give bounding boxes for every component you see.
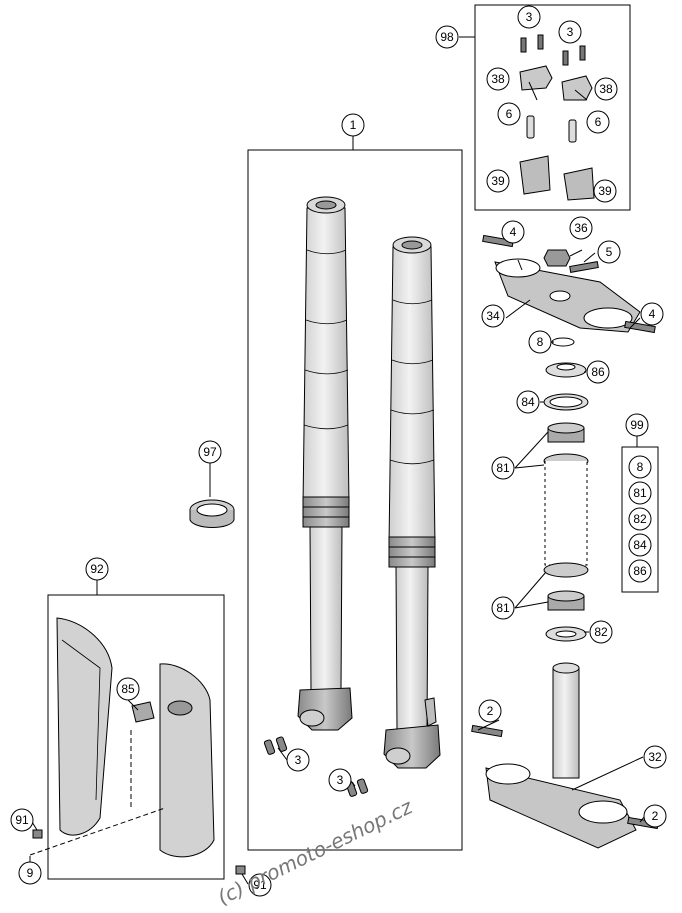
callout-99: 99 (625, 413, 649, 437)
kit98-bolts (520, 34, 586, 143)
svg-text:92: 92 (90, 562, 104, 576)
callout-36: 36 (569, 216, 593, 240)
callout-4-b: 4 (640, 302, 664, 326)
fork-leg-left (297, 196, 353, 731)
svg-text:3: 3 (337, 773, 344, 787)
callout-81-b: 81 (491, 596, 515, 620)
upper-clamp-hardware (482, 234, 656, 334)
svg-text:39: 39 (598, 184, 612, 198)
callout-38-b: 38 (594, 77, 618, 101)
svg-text:6: 6 (506, 107, 513, 121)
fork-leg-right (383, 236, 441, 769)
svg-text:2: 2 (487, 704, 494, 718)
callout-4-a: 4 (501, 220, 525, 244)
svg-text:4: 4 (649, 307, 656, 321)
callout-8: 8 (528, 330, 552, 354)
callout-86: 86 (586, 360, 610, 384)
svg-text:8: 8 (537, 335, 544, 349)
fork-group-frame (247, 149, 463, 851)
svg-text:1: 1 (350, 118, 357, 132)
svg-text:39: 39 (491, 174, 505, 188)
svg-text:3: 3 (295, 753, 302, 767)
svg-text:81: 81 (633, 486, 647, 500)
callout-39-a: 39 (486, 169, 510, 193)
callout-2-b: 2 (643, 804, 667, 828)
kit99-list: 8 81 82 84 86 (628, 455, 652, 583)
callout-38-a: 38 (486, 67, 510, 91)
lower-triple-clamp (485, 662, 637, 849)
svg-text:32: 32 (648, 750, 662, 764)
kit99-item: 81 (628, 481, 652, 505)
svg-text:36: 36 (574, 221, 588, 235)
callout-3-fork-a: 3 (286, 748, 310, 772)
fork-guard-frame (47, 594, 225, 880)
svg-text:9: 9 (27, 866, 34, 880)
callout-1: 1 (341, 113, 365, 137)
callout-32: 32 (643, 745, 667, 769)
leader-lines (29, 81, 646, 885)
callout-3-kit-b: 3 (558, 20, 582, 44)
callout-91-b: 91 (248, 873, 272, 897)
kit99-item: 82 (628, 507, 652, 531)
callout-84: 84 (516, 390, 540, 414)
kit98-clamp-bases (519, 155, 595, 201)
adjuster-ring (189, 499, 235, 528)
svg-text:3: 3 (526, 10, 533, 24)
watermark-text: (c) promoto-eshop.cz (214, 794, 417, 909)
svg-text:81: 81 (496, 601, 510, 615)
callout-98: 98 (435, 25, 459, 49)
kit99-item: 8 (628, 455, 652, 479)
callout-92: 92 (85, 557, 109, 581)
callout-9: 9 (18, 861, 42, 885)
upper-triple-clamp (494, 258, 641, 333)
svg-text:82: 82 (633, 512, 647, 526)
hardware-kit-frame (474, 4, 631, 211)
callout-82: 82 (589, 620, 613, 644)
callout-91-a: 91 (10, 808, 34, 832)
callout-6-a: 6 (497, 102, 521, 126)
svg-text:99: 99 (630, 418, 644, 432)
callout-34: 34 (481, 304, 505, 328)
kit99-item: 86 (628, 559, 652, 583)
callout-85: 85 (116, 677, 140, 701)
svg-text:4: 4 (510, 225, 517, 239)
svg-text:97: 97 (203, 445, 217, 459)
svg-text:6: 6 (595, 115, 602, 129)
callout-3-kit-a: 3 (517, 5, 541, 29)
svg-text:3: 3 (567, 25, 574, 39)
svg-text:82: 82 (594, 625, 608, 639)
svg-text:8: 8 (637, 460, 644, 474)
steering-bearing-stack (543, 337, 589, 642)
callout-97: 97 (198, 440, 222, 464)
svg-text:34: 34 (486, 309, 500, 323)
svg-text:86: 86 (591, 365, 605, 379)
svg-text:81: 81 (496, 461, 510, 475)
callout-2-a: 2 (478, 699, 502, 723)
svg-text:91: 91 (15, 813, 29, 827)
callout-81-a: 81 (491, 456, 515, 480)
axle-clamp-bolts-left (263, 736, 288, 755)
guard-clip (131, 701, 155, 723)
svg-text:84: 84 (633, 538, 647, 552)
guard-screws (32, 829, 246, 875)
svg-text:86: 86 (633, 564, 647, 578)
svg-text:2: 2 (652, 809, 659, 823)
callout-3-fork-b: 3 (328, 768, 352, 792)
svg-text:84: 84 (521, 395, 535, 409)
kit99-item: 84 (628, 533, 652, 557)
fork-guard-left (56, 617, 113, 836)
bearing-kit-list-frame (621, 446, 659, 593)
svg-text:98: 98 (440, 30, 454, 44)
callout-39-b: 39 (593, 179, 617, 203)
svg-text:85: 85 (121, 682, 135, 696)
svg-text:5: 5 (606, 245, 613, 259)
callout-6-b: 6 (586, 110, 610, 134)
svg-text:38: 38 (599, 82, 613, 96)
kit98-clamp-tops (519, 65, 593, 101)
svg-text:91: 91 (253, 878, 267, 892)
svg-text:38: 38 (491, 72, 505, 86)
fork-guard-right (159, 663, 215, 858)
callout-5: 5 (597, 240, 621, 264)
